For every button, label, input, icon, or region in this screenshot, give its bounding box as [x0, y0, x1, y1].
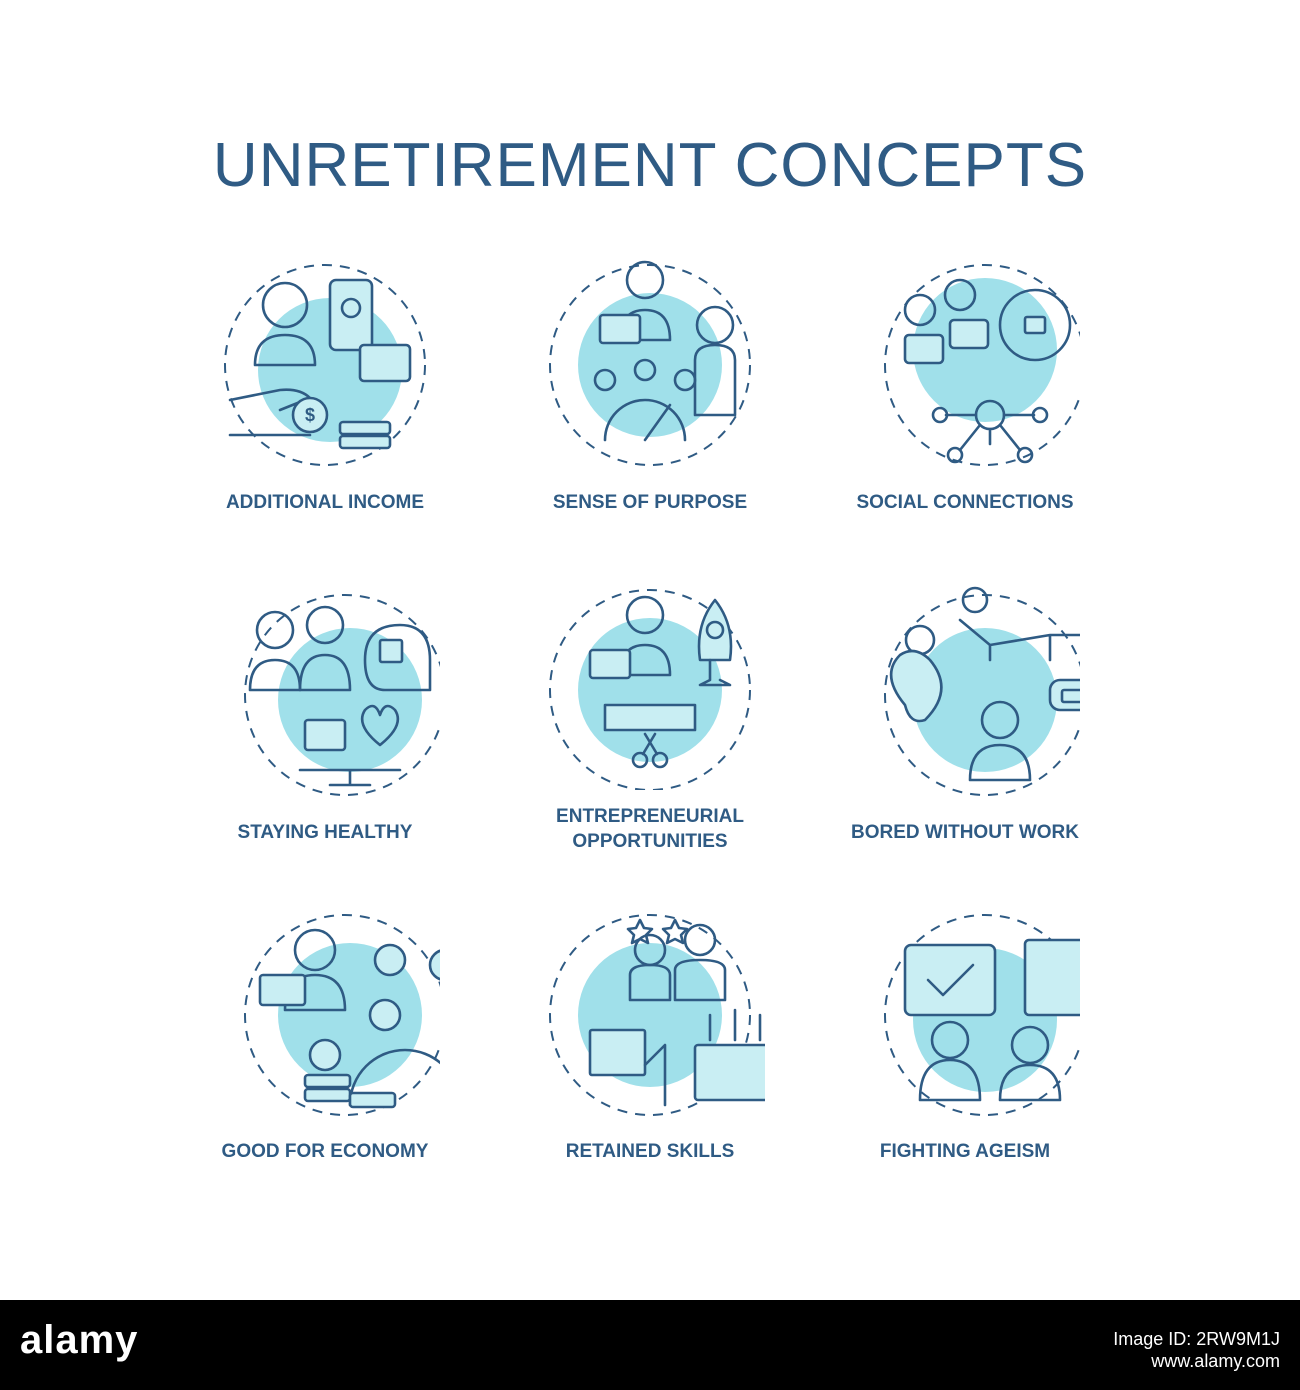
social-icon	[884, 264, 1080, 466]
concept-card-sense-of-purpose: SENSE OF PURPOSE	[500, 250, 800, 515]
health-icon	[244, 594, 440, 796]
concept-card-staying-healthy: STAYING HEALTHY	[175, 580, 475, 845]
concept-label: GOOD FOR ECONOMY	[221, 1141, 429, 1162]
concept-label: BORED WITHOUT WORK	[851, 822, 1079, 843]
economy-icon	[244, 914, 440, 1116]
image-id: Image ID: 2RW9M1J	[1113, 1329, 1280, 1349]
concept-card-bored-without-work: BORED WITHOUT WORK	[815, 580, 1115, 845]
concept-card-retained-skills: RETAINED SKILLS	[500, 905, 800, 1164]
concept-card-fighting-ageism: FIGHTING AGEISM	[815, 905, 1115, 1164]
concept-label: SENSE OF PURPOSE	[552, 492, 748, 513]
skills-icon	[549, 914, 765, 1116]
svg-text:$: $	[305, 405, 315, 425]
concept-label: RETAINED SKILLS	[565, 1141, 735, 1162]
concept-label: ADDITIONAL INCOME	[225, 492, 425, 513]
watermark-footer: alamy Image ID: 2RW9M1J www.alamy.com	[0, 1300, 1300, 1390]
site-url: www.alamy.com	[1151, 1351, 1280, 1371]
bored-icon	[884, 586, 1080, 796]
ageism-icon	[884, 914, 1080, 1116]
concept-card-social-connections: SOCIAL CONNECTIONS	[815, 250, 1115, 515]
concept-card-additional-income: $ ADDITIONAL INCOME	[175, 250, 475, 515]
concept-label: SOCIAL CONNECTIONS	[856, 492, 1074, 513]
brand-logo: alamy	[20, 1318, 139, 1362]
entrepreneur-icon	[549, 589, 751, 790]
income-icon: $	[224, 264, 426, 466]
concept-label: STAYING HEALTHY	[237, 822, 413, 843]
concept-label: FIGHTING AGEISM	[879, 1141, 1051, 1162]
purpose-icon	[549, 260, 751, 466]
concept-label: ENTREPRENEURIAL OPPORTUNITIES	[556, 806, 744, 852]
concept-card-good-for-economy: GOOD FOR ECONOMY	[175, 905, 475, 1164]
page-title: UNRETIREMENT CONCEPTS	[212, 131, 1088, 200]
concept-card-entrepreneurial-opportunities: ENTREPRENEURIAL OPPORTUNITIES	[500, 580, 800, 854]
image-id-text: Image ID: 2RW9M1J www.alamy.com	[1113, 1328, 1280, 1372]
